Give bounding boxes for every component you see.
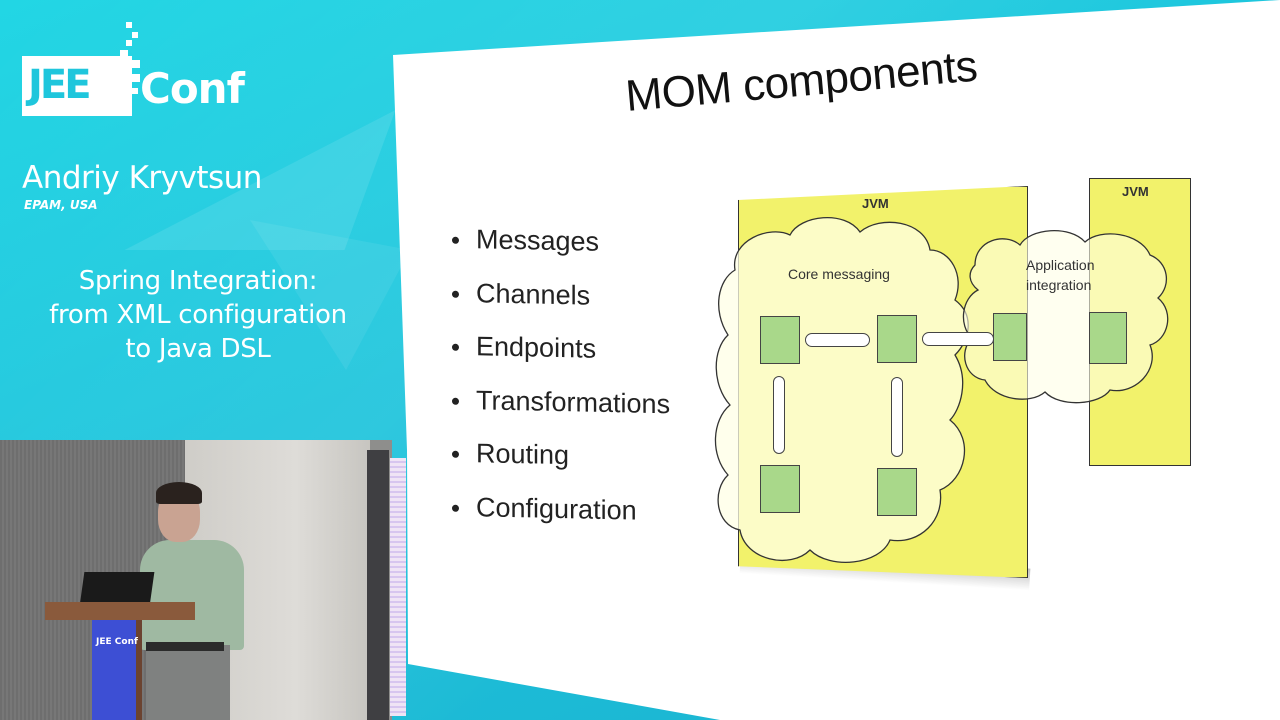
- logo-pixel: [126, 40, 132, 46]
- wall-edge: [367, 450, 389, 720]
- channel-pipe: [891, 377, 903, 457]
- talk-title-line: Spring Integration:: [78, 266, 318, 296]
- application-integration-label: Application integration: [1026, 255, 1095, 295]
- endpoint-box: [877, 315, 917, 363]
- logo-jee-text: JEE: [28, 62, 92, 108]
- talk-title-line: from XML configuration: [49, 300, 347, 330]
- speaker-belt: [146, 642, 224, 651]
- speaker-hair: [156, 482, 202, 504]
- core-messaging-label: Core messaging: [788, 266, 890, 282]
- logo-pixel: [120, 50, 128, 58]
- podium-logo: JEE Conf: [96, 637, 138, 647]
- video-edge: [390, 458, 406, 716]
- logo-conf-text: Conf: [140, 64, 245, 113]
- podium-front: [92, 620, 136, 720]
- podium-side: [136, 620, 142, 720]
- speaker-legs: [146, 645, 230, 720]
- endpoint-box: [877, 468, 917, 516]
- speaker-name: Andriy Kryvtsun: [22, 160, 262, 196]
- endpoint-box: [1089, 312, 1127, 364]
- jvm-label-right: JVM: [1122, 184, 1149, 199]
- logo-pixel: [126, 22, 132, 28]
- talk-title: Spring Integration: from XML configurati…: [0, 264, 396, 366]
- speaker-organization: EPAM, USA: [24, 198, 98, 212]
- endpoint-box: [993, 313, 1027, 361]
- endpoint-box: [760, 465, 800, 513]
- speaker-body: [140, 540, 244, 650]
- cloud-label-line: Application: [1026, 257, 1095, 273]
- channel-pipe: [773, 376, 785, 454]
- speaker-video: JEE Conf: [0, 440, 392, 720]
- channel-pipe: [922, 332, 994, 346]
- logo-pixel: [132, 74, 140, 82]
- logo-pixel: [132, 88, 138, 94]
- logo-jee-block: JEE: [22, 56, 132, 116]
- logo-pixel: [132, 32, 138, 38]
- podium-top: [45, 602, 195, 620]
- talk-title-line: to Java DSL: [125, 334, 271, 364]
- cloud-label-line: integration: [1026, 277, 1092, 293]
- logo-pixel: [132, 60, 140, 68]
- jvm-label-left: JVM: [862, 196, 889, 211]
- endpoint-box: [760, 316, 800, 364]
- channel-pipe: [805, 333, 870, 347]
